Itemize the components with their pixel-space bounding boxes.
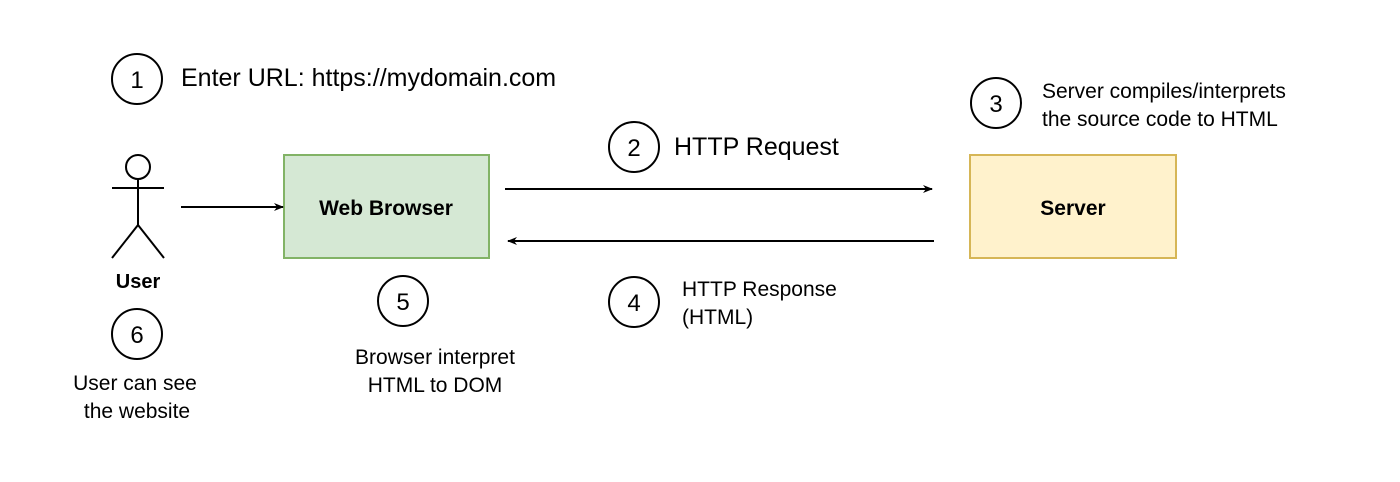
step-2-number: 2 <box>627 135 640 162</box>
step-6-text-line-2: the website <box>84 400 190 423</box>
step-3-text-line-1: Server compiles/interprets <box>1042 80 1286 103</box>
step-6-circle <box>111 308 163 360</box>
step-6: 6 User can see the website <box>73 308 197 423</box>
server-box: Server <box>969 154 1177 259</box>
step-1-circle <box>111 53 163 105</box>
step-4-text-line-2: (HTML) <box>682 306 753 329</box>
step-5-text-line-1: Browser interpret <box>355 346 515 369</box>
server-label: Server <box>1040 197 1105 220</box>
step-3-number: 3 <box>989 91 1002 118</box>
actor-right-leg <box>137 224 165 259</box>
user-actor-icon <box>111 154 165 259</box>
actor-left-leg <box>111 224 139 259</box>
actor-head <box>125 154 151 180</box>
step-2-text: HTTP Request <box>674 133 839 161</box>
step-2: 2 HTTP Request <box>608 121 839 173</box>
actor-label: User <box>116 271 161 293</box>
step-5-number: 5 <box>396 289 409 316</box>
step-5: 5 Browser interpret HTML to DOM <box>355 275 515 397</box>
step-4-circle <box>608 276 660 328</box>
web-browser-label: Web Browser <box>319 197 453 220</box>
step-3-circle <box>970 77 1022 129</box>
step-1: 1 Enter URL: https://mydomain.com <box>111 53 556 105</box>
step-5-circle <box>377 275 429 327</box>
step-4-number: 4 <box>627 290 640 317</box>
step-2-circle <box>608 121 660 173</box>
step-4-text-line-1: HTTP Response <box>682 278 837 301</box>
server-rect <box>969 154 1177 259</box>
step-5-text-line-2: HTML to DOM <box>368 374 503 397</box>
web-browser-rect <box>283 154 490 259</box>
step-1-text: Enter URL: https://mydomain.com <box>181 64 556 92</box>
step-6-text-line-1: User can see <box>73 372 197 395</box>
step-1-number: 1 <box>130 67 143 94</box>
web-browser-box: Web Browser <box>283 154 490 259</box>
step-3-text-line-2: the source code to HTML <box>1042 108 1278 131</box>
step-4: 4 HTTP Response (HTML) <box>608 276 837 329</box>
step-6-number: 6 <box>130 322 143 349</box>
step-3: 3 Server compiles/interprets the source … <box>970 77 1286 131</box>
